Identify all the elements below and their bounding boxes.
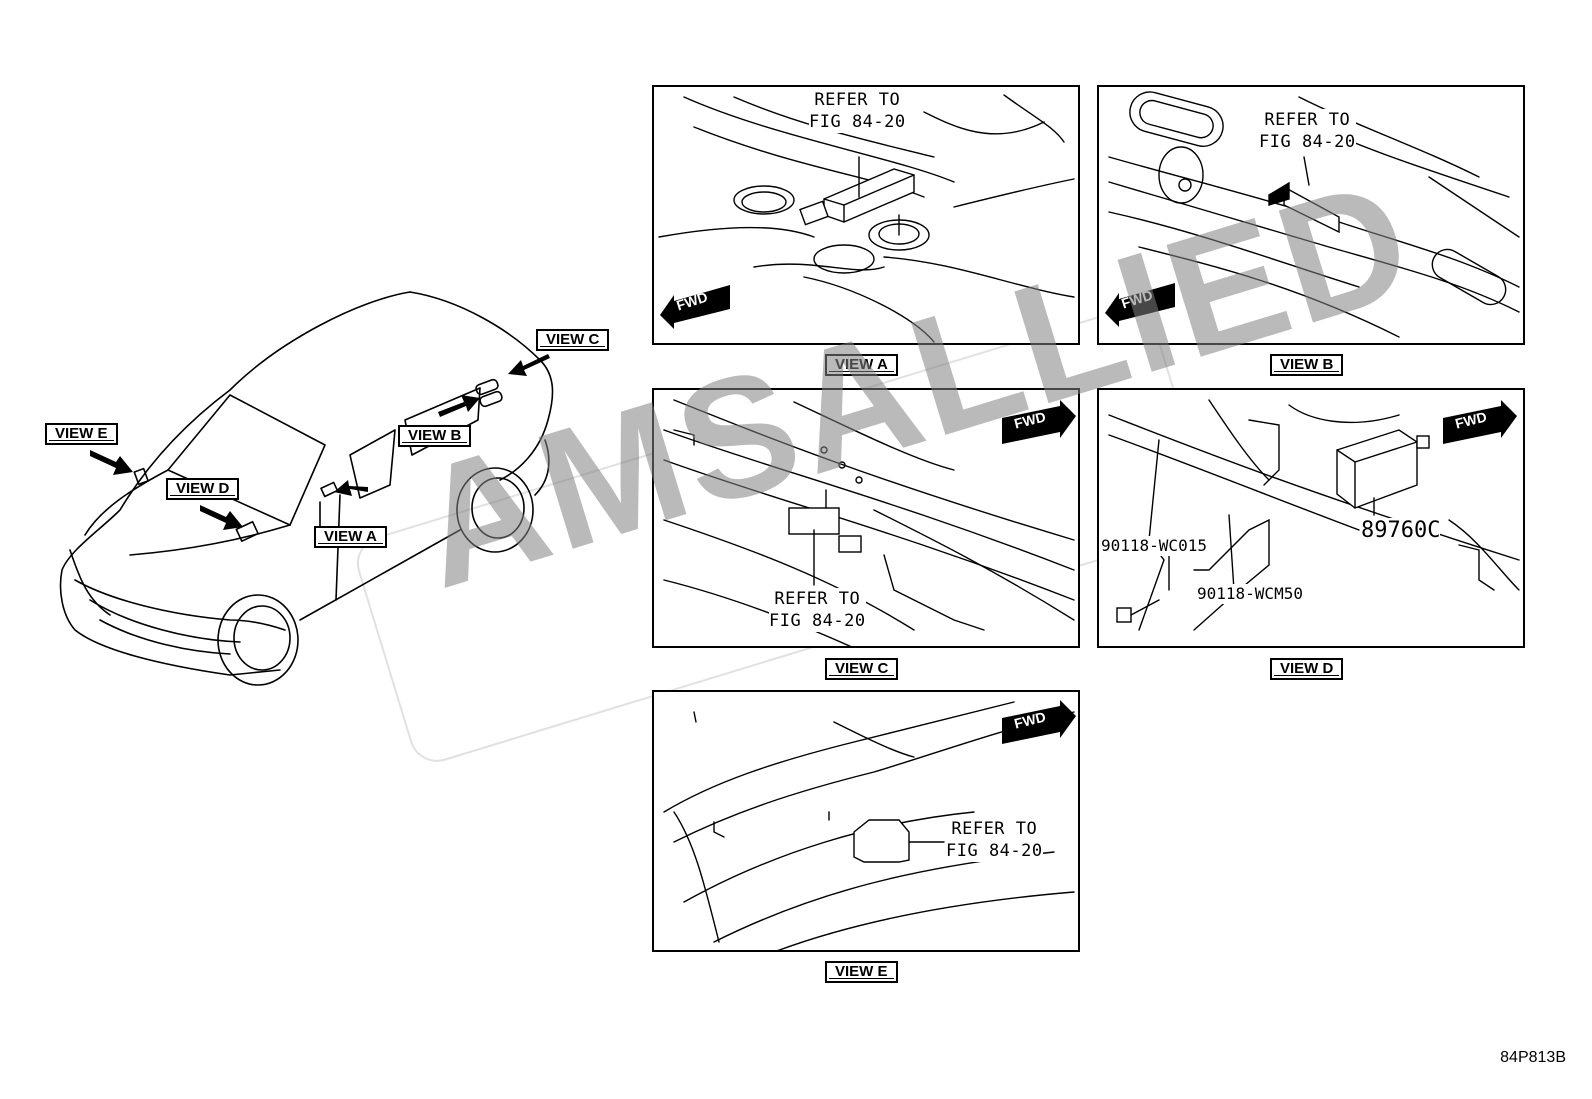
view-e-callout: REFER TO FIG 84-20: [946, 818, 1043, 862]
panel-view-c: REFER TO FIG 84-20 FWD: [652, 388, 1080, 648]
panel-view-d: 89760C 90118-WC015 90118-WCM50 FWD: [1097, 388, 1525, 648]
part-number-bolt-2: 90118-WCM50: [1197, 584, 1303, 604]
fwd-arrow-icon: [1443, 400, 1517, 444]
view-d-drawing: [1108, 399, 1520, 631]
caption-view-a: VIEW A: [825, 354, 898, 376]
panel-view-b: REFER TO FIG 84-20 FWD: [1097, 85, 1525, 345]
tag-view-c[interactable]: VIEW C: [536, 329, 610, 351]
fwd-arrow-icon: [1002, 700, 1076, 744]
tag-view-d[interactable]: VIEW D: [166, 478, 240, 500]
caption-view-d: VIEW D: [1270, 658, 1344, 680]
caption-view-c: VIEW C: [825, 658, 899, 680]
tag-view-a[interactable]: VIEW A: [314, 526, 387, 548]
vehicle-overview-drawing: [59, 291, 554, 686]
fwd-arrow-icon: [660, 285, 730, 329]
view-e-drawing: [663, 701, 1075, 950]
view-b-callout: REFER TO FIG 84-20: [1259, 109, 1356, 153]
view-c-callout: REFER TO FIG 84-20: [769, 588, 866, 632]
part-number-bolt-1: 90118-WC015: [1101, 536, 1207, 556]
tag-view-e[interactable]: VIEW E: [45, 423, 118, 445]
caption-view-b: VIEW B: [1270, 354, 1344, 376]
view-a-drawing: [658, 94, 1075, 343]
fwd-arrow-icon: [1002, 400, 1076, 444]
panel-view-e: REFER TO FIG 84-20 FWD: [652, 690, 1080, 952]
tag-view-b[interactable]: VIEW B: [398, 425, 472, 447]
part-number-module: 89760C: [1361, 518, 1441, 544]
view-b-drawing: [1108, 91, 1520, 338]
fwd-arrow-icon: [1105, 283, 1175, 327]
caption-view-e: VIEW E: [825, 961, 898, 983]
panel-view-a: REFER TO FIG 84-20 FWD: [652, 85, 1080, 345]
view-a-callout: REFER TO FIG 84-20: [809, 89, 906, 133]
figure-code: 84P813B: [1500, 1049, 1566, 1066]
view-c-drawing: [663, 399, 1075, 646]
